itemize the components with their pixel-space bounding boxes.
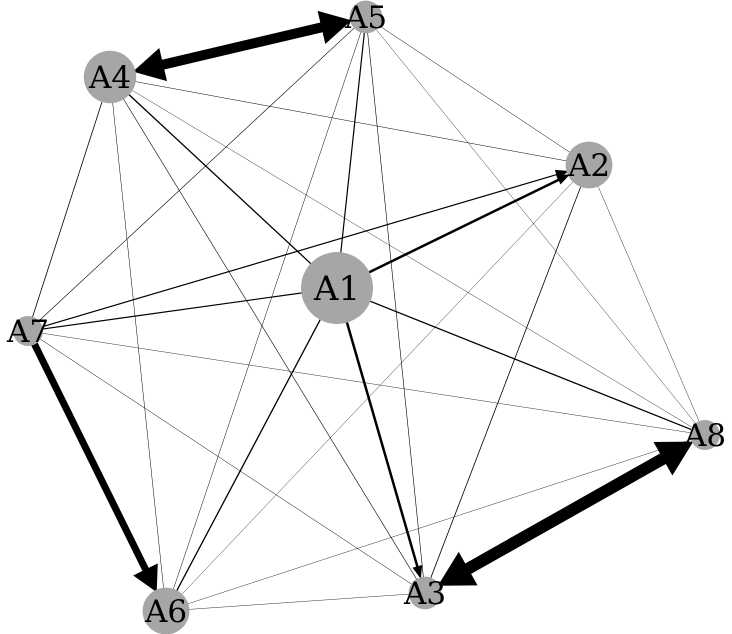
edges-layer (28, 10, 702, 611)
edge-a1-a3 (341, 308, 420, 571)
edge-a7-a8 (36, 332, 697, 434)
node-label: A6 (144, 594, 187, 630)
node-circle (349, 0, 383, 34)
node-circle (301, 252, 373, 324)
edge-a1-a2 (355, 177, 563, 280)
arrowhead-a8-from-a3 (653, 441, 694, 476)
edge-a1-a4 (121, 87, 322, 274)
edge-a5-a7 (34, 23, 360, 326)
node-circle (408, 576, 442, 610)
node-a7: A7 (6, 314, 49, 350)
node-label: A5 (344, 0, 387, 36)
node-label: A4 (88, 60, 131, 96)
edge-a7-a2 (36, 173, 561, 329)
node-label: A7 (6, 314, 49, 350)
edge-a4-a2 (125, 79, 576, 163)
edge-a2-a6 (175, 175, 580, 601)
edge-a4-a7 (30, 91, 106, 323)
edge-a5-a3 (366, 26, 425, 584)
node-label: A1 (313, 269, 360, 309)
edge-a2-a3 (428, 177, 585, 584)
node-a8: A8 (683, 418, 726, 454)
node-circle (13, 316, 43, 346)
node-a4: A4 (83, 50, 137, 104)
edge-a5-a8 (372, 24, 700, 429)
edge-a4-a5 (152, 20, 332, 72)
edge-a1-a7 (36, 290, 316, 331)
arrowhead-a3-from-a8 (437, 551, 478, 586)
arrowhead-a6-from-a7 (133, 563, 158, 593)
edge-a1-a6 (172, 306, 328, 599)
arrowhead-a4-from-a5 (132, 47, 168, 82)
node-a5: A5 (344, 0, 387, 36)
arrowhead-a5-from-a4 (317, 10, 352, 44)
node-a3: A3 (403, 576, 446, 612)
edge-a4-a3 (117, 90, 421, 585)
node-label: A2 (567, 148, 610, 184)
node-circle (83, 50, 137, 104)
edge-a7-a6 (28, 337, 153, 578)
node-a2: A2 (565, 141, 613, 189)
node-label: A3 (403, 576, 446, 612)
edge-a5-a6 (170, 26, 364, 598)
edge-a5-a2 (374, 22, 578, 158)
node-circle (142, 587, 190, 634)
arrowhead-a2-from-a7 (554, 169, 569, 180)
edge-a6-a8 (179, 437, 697, 607)
edge-a2-a8 (594, 177, 702, 427)
edge-a1-a8 (356, 295, 697, 433)
node-a1: A1 (301, 252, 373, 324)
edge-a7-a3 (35, 335, 417, 588)
edge-a3-a8 (456, 448, 675, 580)
edge-a4-a6 (111, 92, 165, 598)
node-a6: A6 (142, 587, 190, 634)
node-label: A8 (683, 418, 726, 454)
node-circle (690, 420, 720, 450)
edge-a6-a3 (179, 593, 416, 611)
node-circle (565, 141, 613, 189)
arrowhead-a3-from-a1 (412, 564, 423, 579)
edge-a1-a5 (338, 26, 366, 267)
edge-a4-a8 (123, 84, 698, 431)
